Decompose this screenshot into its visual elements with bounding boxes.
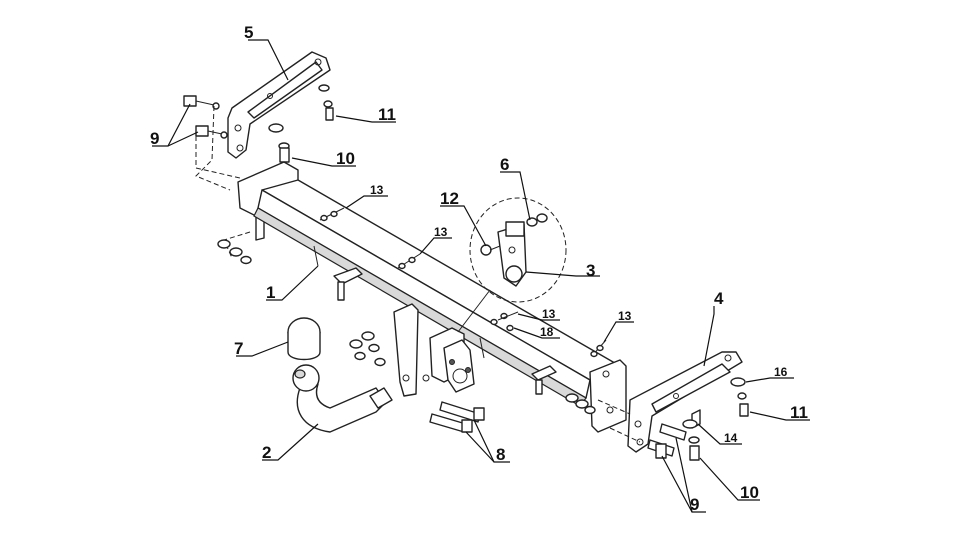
callout-9-left: 9: [150, 129, 159, 148]
right-alignment-lines: [597, 399, 641, 443]
callout-8: 8: [496, 445, 505, 464]
left-mounting-bracket: [227, 51, 331, 159]
callout-5: 5: [244, 23, 253, 42]
callout-11-right: 11: [790, 403, 808, 422]
callout-13-b: 13: [434, 225, 448, 239]
callout-11-left: 11: [378, 105, 396, 124]
left-bolts: [183, 95, 228, 139]
callout-labels: 5 9 10 11 13 13 12 6 3 1 13 18 13 4 7 2 …: [150, 23, 808, 514]
callout-3: 3: [586, 261, 595, 280]
callout-13-d: 13: [618, 309, 632, 323]
callout-1: 1: [266, 283, 275, 302]
callout-4: 4: [714, 289, 724, 308]
callout-18: 18: [540, 325, 554, 339]
left-fasteners: [268, 84, 334, 163]
small-bolts: [319, 207, 607, 358]
center-bolts: [349, 331, 485, 433]
right-mounting-bracket: [627, 351, 743, 453]
main-crossbar: [237, 161, 627, 433]
callout-13-a: 13: [370, 183, 384, 197]
callout-7: 7: [234, 339, 243, 358]
callout-12: 12: [440, 189, 459, 208]
callout-13-c: 13: [542, 307, 556, 321]
callout-10-right: 10: [740, 483, 759, 502]
left-end-nuts: [217, 239, 252, 265]
tow-ball-neck: [292, 364, 393, 433]
right-fasteners: [565, 377, 749, 461]
tow-ball-cap: [287, 317, 321, 361]
socket-plate-detail: [457, 197, 567, 333]
callout-14: 14: [724, 431, 738, 445]
callout-10-left: 10: [336, 149, 355, 168]
callout-6: 6: [500, 155, 509, 174]
callout-2: 2: [262, 443, 271, 462]
leader-lines: [152, 39, 810, 513]
callout-9-right: 9: [690, 495, 699, 514]
callout-16: 16: [774, 365, 788, 379]
